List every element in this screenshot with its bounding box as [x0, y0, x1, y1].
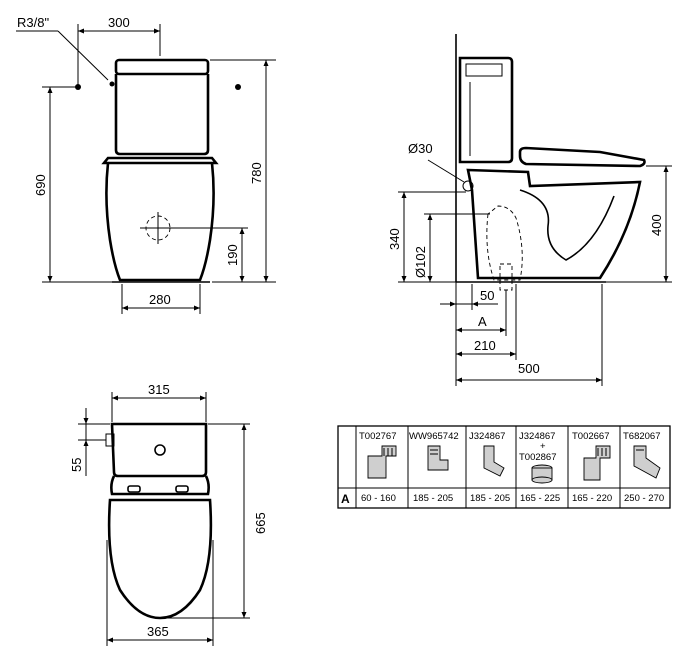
front-dim-190-arrows: [239, 228, 245, 282]
table-code-0: T002767: [359, 431, 397, 442]
front-dim-280: 280: [149, 292, 171, 307]
table-range-2: 185 - 205: [470, 493, 510, 504]
front-valve-dot: [109, 81, 115, 87]
table-code-3: J324867: [519, 431, 555, 442]
table-border: [337, 425, 671, 509]
front-view: R3/8" 300 690 780 190 280: [16, 15, 276, 314]
side-inlet-leader: [427, 159, 465, 183]
table-range-5: 250 - 270: [624, 493, 664, 504]
side-dim-a-arrows: [456, 327, 506, 333]
front-pipe-label: R3/8": [17, 15, 49, 30]
side-inlet-circle: [462, 180, 474, 192]
side-seat: [518, 146, 646, 168]
top-dim-55-arrows: [83, 418, 89, 446]
top-dim-665: 665: [253, 512, 268, 534]
connector-icon-0: [367, 445, 397, 479]
side-dim-500: 500: [518, 361, 540, 376]
connector-icon-5: [633, 445, 661, 479]
front-supply-dot-right: [235, 84, 241, 90]
side-view: Ø30 340 Ø102 400 50 A 210: [387, 34, 672, 386]
connector-icon-1: [427, 445, 449, 471]
top-seat-outline: [107, 498, 213, 620]
front-supply-dot-left: [75, 84, 81, 90]
side-trapway: [519, 189, 615, 261]
side-bowl-outline: [466, 168, 642, 280]
top-tank: [110, 422, 208, 478]
side-dim-50-arrows: [450, 301, 478, 307]
front-cistern-lid: [114, 58, 210, 76]
side-cistern: [458, 56, 514, 164]
side-dim-340: 340: [387, 228, 402, 250]
pan-connector-table: A T002767 60 - 160 WW965742 185 - 205 J3…: [337, 425, 671, 509]
front-dim-190: 190: [225, 244, 240, 266]
front-pedestal: [105, 162, 215, 282]
table-code2-3: T002867: [519, 452, 557, 463]
connector-icon-4: [583, 445, 611, 481]
table-code-4: T002667: [572, 431, 610, 442]
top-hinge-right: [175, 485, 189, 493]
front-dim-780: 780: [249, 162, 264, 184]
table-range-0: 60 - 160: [361, 493, 396, 504]
top-flush-button: [154, 444, 166, 456]
top-dim-315: 315: [148, 382, 170, 397]
front-dim-300: 300: [108, 15, 130, 30]
side-dim-50: 50: [480, 288, 494, 303]
table-code-1: WW965742: [409, 431, 459, 442]
front-cistern-body: [114, 74, 210, 156]
top-hinge-left: [127, 485, 141, 493]
table-code-2: J324867: [469, 431, 505, 442]
table-plus-3: +: [540, 441, 546, 452]
top-dim-365: 365: [147, 624, 169, 639]
side-pan-connector: [486, 205, 523, 281]
side-dim-inlet-diameter: Ø30: [408, 141, 433, 156]
connector-icon-2: [483, 445, 505, 477]
connector-icon-3: [531, 464, 553, 484]
side-dim-210: 210: [474, 338, 496, 353]
side-dim-400: 400: [649, 214, 664, 236]
table-range-3: 165 - 225: [520, 493, 560, 504]
table-range-4: 165 - 220: [572, 493, 612, 504]
table-range-1: 185 - 205: [413, 493, 453, 504]
side-dim-outlet-diameter: Ø102: [413, 246, 428, 278]
table-row-label: A: [341, 492, 350, 506]
front-pipe-leader: [57, 30, 109, 81]
table-code-5: T682067: [623, 431, 661, 442]
side-outlet-pipe: [499, 263, 513, 291]
top-view: 315 55 665 365: [69, 382, 268, 646]
front-collar: [101, 156, 219, 165]
side-dim-a: A: [478, 314, 487, 329]
top-dim-55: 55: [69, 458, 84, 472]
top-hinge-area: [110, 475, 210, 496]
front-dim-690: 690: [33, 174, 48, 196]
side-dim-210-arrows: [456, 351, 516, 357]
side-cistern-lid-detail: [465, 63, 503, 77]
